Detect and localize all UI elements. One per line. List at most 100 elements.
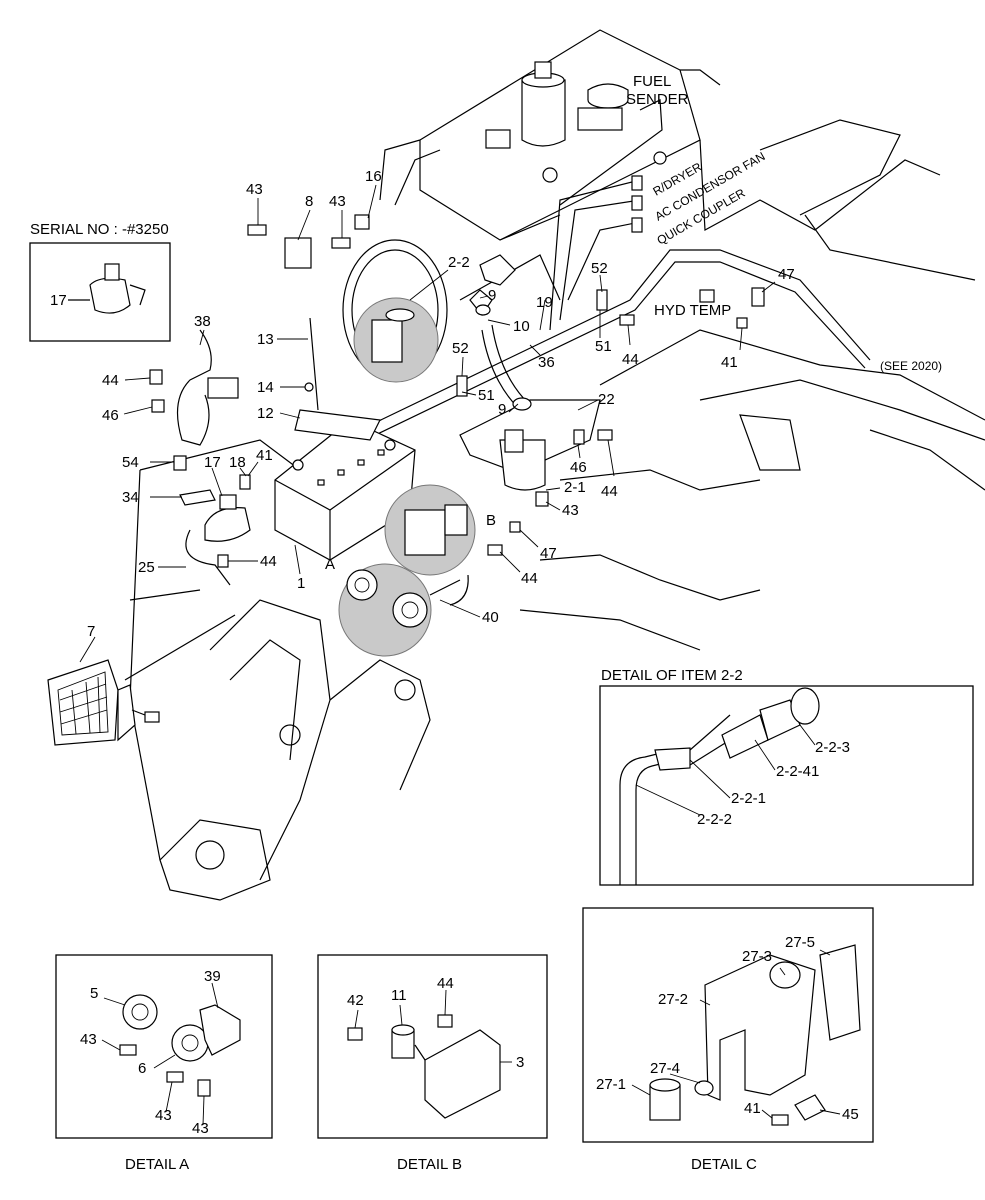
callout: 27-4 <box>650 1060 680 1077</box>
washer-14 <box>304 382 314 392</box>
callout: 2-2 <box>448 254 470 271</box>
callout: 44 <box>260 553 277 570</box>
callout: 2-2-2 <box>697 811 732 828</box>
callout: 42 <box>347 992 364 1009</box>
serial-inset <box>29 242 171 342</box>
callout: 52 <box>591 260 608 277</box>
callout: 43 <box>562 502 579 519</box>
hose-2-2-shade <box>353 297 439 383</box>
starter-switch-17 <box>204 494 251 542</box>
rod-13 <box>309 317 319 411</box>
callout: 47 <box>778 266 795 283</box>
callout: 7 <box>87 623 95 640</box>
callout: 5 <box>90 985 98 1002</box>
callout: 43 <box>192 1120 209 1137</box>
callout: 9 <box>498 401 506 418</box>
callout: 12 <box>257 405 274 422</box>
detail-b-box <box>317 954 548 1139</box>
callout: 44 <box>601 483 618 500</box>
tank-cap <box>521 61 566 147</box>
zone-a-horns <box>338 563 461 657</box>
callout: 45 <box>842 1106 859 1123</box>
callout: 6 <box>138 1060 146 1077</box>
detail-a-box <box>55 954 273 1139</box>
callout: 44 <box>437 975 454 992</box>
lamp-cable <box>124 614 236 681</box>
callout: 43 <box>155 1107 172 1124</box>
callout: 27-3 <box>742 948 772 965</box>
callout: 44 <box>102 372 119 389</box>
callout: 25 <box>138 559 155 576</box>
work-lamp-7 <box>47 659 160 746</box>
caption-detail-b: DETAIL B <box>397 1156 462 1173</box>
callout: 43 <box>246 181 263 198</box>
callout: 46 <box>570 459 587 476</box>
callout: 46 <box>102 407 119 424</box>
callout: 34 <box>122 489 139 506</box>
callout: 2-2-41 <box>776 763 819 780</box>
callout: 43 <box>80 1031 97 1048</box>
callout: 27-1 <box>596 1076 626 1093</box>
callout: 40 <box>482 609 499 626</box>
callout: 2-2-3 <box>815 739 850 756</box>
see-ref-label: (SEE 2020) <box>880 359 942 373</box>
detail-c-box <box>582 907 874 1143</box>
callout: 54 <box>122 454 139 471</box>
callout: 1 <box>297 575 305 592</box>
callout: 47 <box>540 545 557 562</box>
machine-frame <box>129 29 985 901</box>
washer-tank-2-1 <box>459 399 601 491</box>
callout: 43 <box>329 193 346 210</box>
zone-a-label: A <box>325 556 335 573</box>
cable-38 <box>176 329 239 446</box>
serial-number: SERIAL NO : -#3250 <box>30 221 169 238</box>
callout: 3 <box>516 1054 524 1071</box>
hyd-temp-label: HYD TEMP <box>654 302 731 319</box>
callout: 19 <box>536 294 553 311</box>
callout: 51 <box>595 338 612 355</box>
grommet <box>653 151 667 165</box>
callout: 2-2-1 <box>731 790 766 807</box>
fasteners <box>149 214 765 568</box>
callout: 11 <box>391 987 407 1004</box>
callout: 17 <box>204 454 221 471</box>
callout: 36 <box>538 354 555 371</box>
battery-cable <box>359 249 871 441</box>
caption-detail-a: DETAIL A <box>125 1156 189 1173</box>
detail-callouts: 2-2-3 2-2-41 2-2-1 2-2-2 5 39 43 6 43 43… <box>80 739 859 1137</box>
caption-detail-c: DETAIL C <box>691 1156 757 1173</box>
fuel-sender-label-2: SENDER <box>626 91 689 108</box>
zone-b-relay <box>384 484 476 606</box>
detail-item-2-2-box <box>599 685 974 886</box>
callout: 2-1 <box>564 479 586 496</box>
callout: 14 <box>257 379 274 396</box>
fuel-sender-label-1: FUEL <box>633 73 671 90</box>
cable-25 <box>185 529 231 586</box>
callout: 27-2 <box>658 991 688 1008</box>
callout: 9 <box>488 287 496 304</box>
callout: 13 <box>257 331 274 348</box>
callout: 39 <box>204 968 221 985</box>
callout: 51 <box>478 387 495 404</box>
callout: 22 <box>598 391 615 408</box>
callout: 17 <box>50 292 67 309</box>
callout: 41 <box>256 447 273 464</box>
callout: 41 <box>721 354 738 371</box>
main-callouts: 43 8 43 16 2-2 9 19 10 52 51 44 47 41 36… <box>50 168 795 640</box>
callout: 16 <box>365 168 382 185</box>
fuel-sender-unit <box>485 83 629 149</box>
callout: 44 <box>521 570 538 587</box>
callout: 38 <box>194 313 211 330</box>
bracket-34 <box>179 489 216 506</box>
callout: 52 <box>452 340 469 357</box>
battery <box>274 419 416 561</box>
callout: 27-5 <box>785 934 815 951</box>
callout: 8 <box>305 193 313 210</box>
callout: 10 <box>513 318 530 335</box>
detail-item-2-2-title: DETAIL OF ITEM 2-2 <box>601 667 743 684</box>
callout: 18 <box>229 454 246 471</box>
wiring-harness <box>379 99 663 331</box>
callout: 41 <box>744 1100 761 1117</box>
battery-hold-12 <box>294 409 381 441</box>
